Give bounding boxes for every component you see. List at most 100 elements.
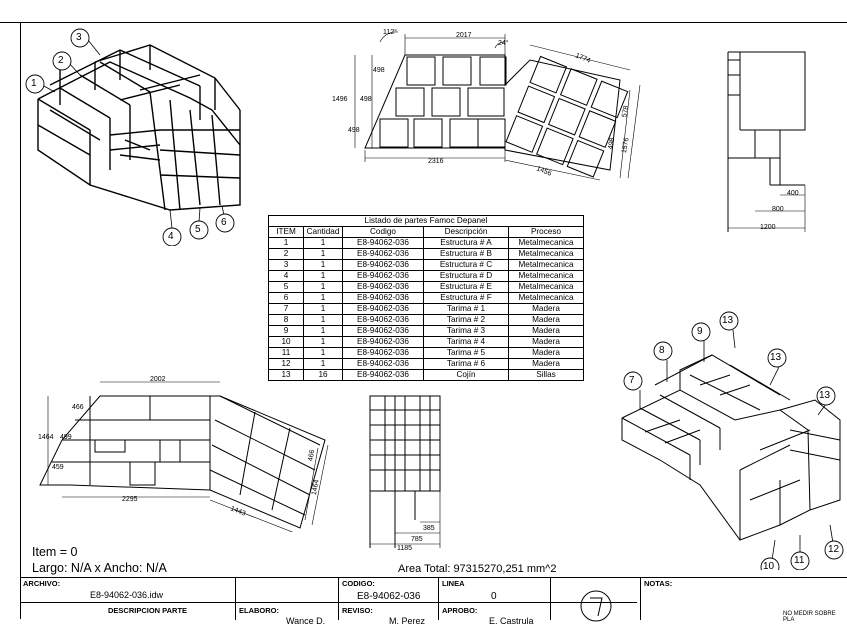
bom-cell: 13 [268, 369, 304, 381]
bom-cell: Estructura # B [423, 248, 509, 260]
balloon-13a: 13 [722, 315, 734, 326]
note-text: NO MEDIR SOBRE PLA [783, 611, 836, 623]
bom-cell: Tarima # 4 [423, 336, 509, 348]
bom-cell: Madera [508, 347, 584, 359]
dim-width-bottom: 2316 [428, 158, 444, 165]
aprobo-value: E. Castrula [489, 616, 534, 626]
bom-cell: E8-94062-036 [342, 237, 424, 249]
company-logo-icon [580, 590, 612, 622]
bom-cell: E8-94062-036 [342, 336, 424, 348]
bom-cell: E8-94062-036 [342, 369, 424, 381]
bom-col-codigo: Codigo [342, 226, 424, 238]
bom-cell: 6 [268, 292, 304, 304]
bom-cell: 1 [303, 292, 343, 304]
top-plan-view [354, 31, 641, 181]
front-dim-2: 785 [411, 536, 423, 543]
archivo-value: E8-94062-036.idw [90, 590, 164, 600]
bom-cell: 1 [303, 303, 343, 315]
bom-cell: Tarima # 3 [423, 325, 509, 337]
bom-header-row: ITEM Cantidad Codigo Descripción Proceso [268, 226, 584, 238]
bom-cell: E8-94062-036 [342, 259, 424, 271]
dim-h1: 498 [373, 67, 385, 74]
balloon-13c: 13 [819, 390, 831, 401]
bom-cell: Tarima # 2 [423, 314, 509, 326]
area-total: Area Total: 97315270,251 mm^2 [398, 563, 557, 575]
bom-cell: Metalmecanica [508, 281, 584, 293]
bom-table: Listado de partes Famoc Depanel ITEM Can… [268, 215, 584, 381]
bom-cell: 5 [268, 281, 304, 293]
linea-label: LINEA [442, 579, 465, 588]
sheet-border-top [0, 22, 847, 23]
bom-cell: 11 [268, 347, 304, 359]
bom-cell: E8-94062-036 [342, 303, 424, 315]
bom-cell: 1 [303, 325, 343, 337]
bom-cell: 1 [303, 336, 343, 348]
bom-cell: 1 [303, 248, 343, 260]
balloon-9: 9 [697, 326, 703, 337]
bom-cell: Estructura # A [423, 237, 509, 249]
front-elevation-view [369, 395, 441, 548]
structure-isometric-view [37, 39, 241, 229]
bom-cell: Madera [508, 358, 584, 370]
balloon-12: 12 [828, 544, 840, 555]
bom-cell: E8-94062-036 [342, 248, 424, 260]
balloon-13b: 13 [770, 352, 782, 363]
logo-cell [550, 578, 640, 622]
balloon-11: 11 [794, 555, 805, 566]
front-dim-3: 1185 [397, 545, 413, 552]
elaboro-value: Wance D. [286, 616, 326, 626]
bom-cell: Metalmecanica [508, 248, 584, 260]
bom-cell: 12 [268, 358, 304, 370]
bom-cell: Tarima # 6 [423, 358, 509, 370]
balloon-4: 4 [168, 231, 174, 242]
bom-cell: Madera [508, 303, 584, 315]
bom-cell: 10 [268, 336, 304, 348]
side-dim-3: 1200 [760, 224, 776, 231]
bom-col-proceso: Proceso [508, 226, 584, 238]
side-dim-1: 400 [787, 190, 799, 197]
balloon-5: 5 [195, 224, 201, 235]
dim-h-total: 1496 [332, 96, 348, 103]
bom-cell: Metalmecanica [508, 237, 584, 249]
codigo-cell: CODIGO: E8-94062-036 REVISO: M. Perez [338, 578, 438, 626]
bom-cell: 3 [268, 259, 304, 271]
bom-cell: 4 [268, 270, 304, 282]
linea-value: 0 [491, 591, 497, 602]
base-dim-h-total: 1464 [38, 434, 54, 441]
descripcion-label: DESCRIPCION PARTE [108, 606, 188, 615]
bom-cell: 1 [303, 281, 343, 293]
bom-cell: 1 [303, 358, 343, 370]
bom-col-item: ITEM [268, 226, 304, 238]
dim-width-top: 2017 [456, 32, 472, 39]
codigo-label: CODIGO: [342, 579, 375, 588]
bom-cell: Estructura # F [423, 292, 509, 304]
sheet-border-left [20, 22, 21, 619]
codigo-value: E8-94062-036 [357, 591, 421, 602]
item-info: Item = 0 Largo: N/A x Ancho: N/A [32, 544, 167, 576]
bom-cell: Tarima # 1 [423, 303, 509, 315]
bom-cell: Madera [508, 336, 584, 348]
balloon-1: 1 [31, 78, 37, 89]
bom-cell: E8-94062-036 [342, 347, 424, 359]
base-dim-width-top: 2002 [150, 376, 166, 383]
balloon-10: 10 [763, 561, 775, 572]
bom-cell: 1 [303, 347, 343, 359]
balloon-6: 6 [221, 217, 227, 228]
bom-cell: E8-94062-036 [342, 270, 424, 282]
bom-cell: Tarima # 5 [423, 347, 509, 359]
balloon-8: 8 [659, 345, 665, 356]
dim-h3: 498 [348, 127, 360, 134]
reviso-label: REVISO: [342, 606, 373, 615]
elaboro-label: ELABORO: [239, 606, 279, 615]
balloon-7: 7 [629, 375, 635, 386]
bom-cell: E8-94062-036 [342, 325, 424, 337]
notas-label: NOTAS: [644, 579, 673, 588]
